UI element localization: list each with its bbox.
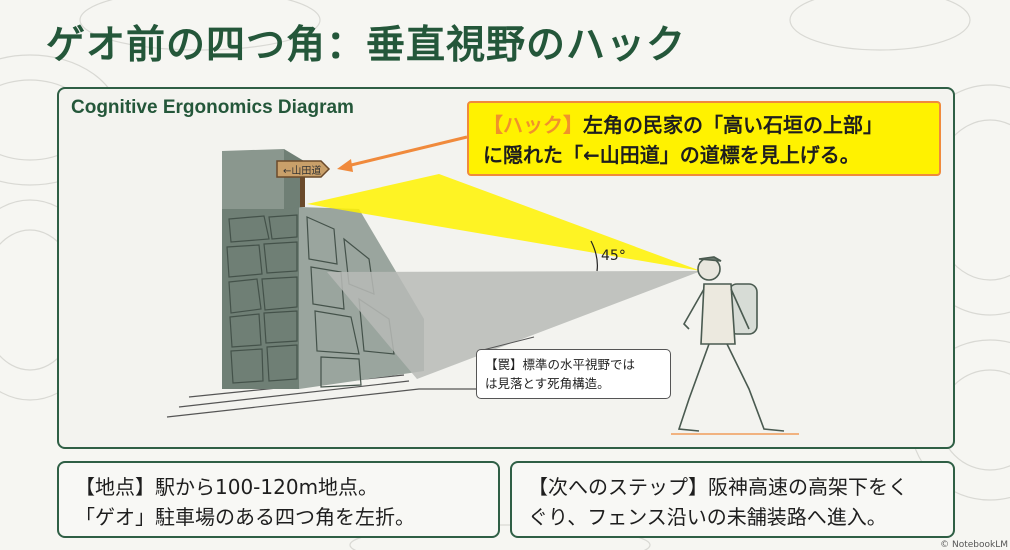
hack-tag: 【ハック】: [483, 113, 583, 137]
signpost: ←山田道: [276, 160, 331, 207]
credit-text: © NotebookLM: [940, 540, 1008, 550]
location-line-2: 「ゲオ」駐車場のある四つ角を左折。: [75, 505, 415, 529]
hack-callout: 【ハック】左角の民家の「高い石垣の上部」 に隠れた「←山田道」の道標を見上げる。: [467, 101, 941, 176]
angle-arc: [590, 240, 598, 272]
hiker-figure: [671, 256, 799, 435]
signpost-text: ←山田道: [283, 164, 321, 177]
diagram-panel: Cognitive Ergonomics Diagram: [57, 87, 955, 449]
location-box: 【地点】駅から100-120m地点。 「ゲオ」駐車場のある四つ角を左折。: [57, 461, 500, 538]
page-title: ゲオ前の四つ角：垂直視野のハック: [46, 23, 687, 68]
scene-illustration: ←山田道: [166, 135, 799, 435]
angle-label: 45°: [601, 248, 626, 264]
diagram-label: Cognitive Ergonomics Diagram: [71, 97, 354, 118]
next-step-line-1: 【次へのステップ】阪神高速の高架下をく: [528, 475, 908, 499]
location-line-1: 【地点】駅から100-120m地点。: [75, 475, 379, 499]
hack-line-1: 左角の民家の「高い石垣の上部」: [583, 113, 883, 137]
next-step-box: 【次へのステップ】阪神高速の高架下をく ぐり、フェンス沿いの未舗装路へ進入。: [510, 461, 955, 538]
trap-line-2: は見落とす死角構造。: [485, 376, 610, 391]
next-step-line-2: ぐり、フェンス沿いの未舗装路へ進入。: [528, 505, 887, 529]
upward-view-cone: [307, 174, 701, 271]
horizontal-view-cone: [327, 271, 701, 379]
trap-line-1: 【罠】標準の水平視野では: [485, 357, 636, 372]
hack-line-2: に隠れた「←山田道」の道標を見上げる。: [483, 143, 860, 167]
trap-callout: 【罠】標準の水平視野では は見落とす死角構造。: [476, 349, 671, 399]
pointer-arrow: [337, 135, 468, 172]
